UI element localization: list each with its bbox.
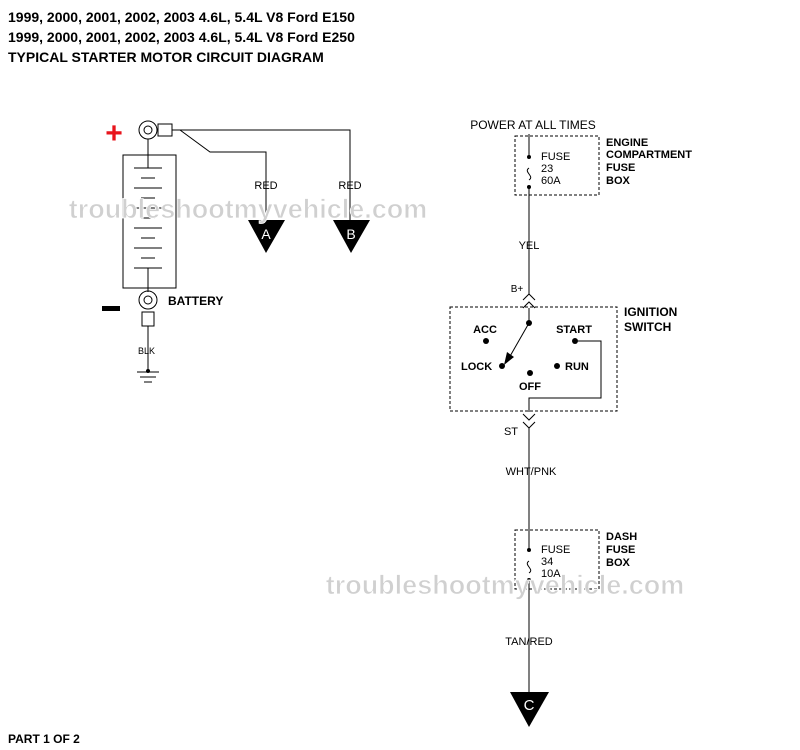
title-line-1: 1999, 2000, 2001, 2002, 2003 4.6L, 5.4L … <box>8 9 355 25</box>
acc-contact <box>483 338 489 344</box>
dash-fuse-box <box>514 529 600 590</box>
wire-b-red <box>172 129 351 220</box>
run-label: RUN <box>565 361 589 373</box>
dash-fuse-box-label-3: BOX <box>606 557 631 569</box>
fuse-34-icon <box>525 543 533 589</box>
engine-fuse-box-label-1: ENGINE <box>606 137 648 149</box>
fuse-23-name: FUSE <box>541 151 570 163</box>
run-contact <box>554 363 560 369</box>
ignition-switch-box <box>449 306 618 412</box>
connector-a-label: A <box>261 226 271 242</box>
ignition-title-1: IGNITION <box>624 305 677 319</box>
wire-a-color-label: RED <box>254 180 277 192</box>
off-label: OFF <box>519 381 541 393</box>
connector-a-icon <box>248 220 285 253</box>
engine-fuse-box-label-4: BOX <box>606 175 631 187</box>
dash-fuse-box-label-1: DASH <box>606 531 637 543</box>
battery-plus-sign: + <box>105 117 123 150</box>
b-plus-label: B+ <box>511 284 524 295</box>
st-label: ST <box>504 426 518 438</box>
fuse-34-number: 34 <box>541 556 553 568</box>
ground-icon <box>137 369 159 383</box>
wht-pnk-wire-label: WHT/PNK <box>506 466 557 478</box>
fuse-23-rating: 60A <box>541 175 561 187</box>
fuse-34-rating: 10A <box>541 568 561 580</box>
dash-fuse-box-label-2: FUSE <box>606 544 635 556</box>
battery-minus-sign-icon <box>102 306 120 311</box>
negative-terminal-hole <box>143 295 153 305</box>
acc-label: ACC <box>473 324 497 336</box>
ignition-switch-lever <box>508 322 530 359</box>
tan-red-wire-label: TAN/RED <box>505 636 553 648</box>
battery-case <box>122 154 177 289</box>
wire-a-red <box>179 129 267 220</box>
ignition-switch-arrow-icon <box>504 352 514 365</box>
connector-b-icon <box>333 220 370 253</box>
start-label: START <box>556 324 592 336</box>
watermark-bottom: troubleshootmyvehicle.com <box>326 570 685 600</box>
positive-terminal-crimp <box>157 123 173 137</box>
battery-symbol: + <box>102 117 223 383</box>
engine-fuse-box-label-3: FUSE <box>606 162 635 174</box>
connector-b-label: B <box>346 226 355 242</box>
start-circuit-wire <box>528 340 602 412</box>
lock-contact <box>499 363 505 369</box>
engine-fuse-box-label-2: COMPARTMENT <box>606 149 692 161</box>
positive-terminal-ring-icon <box>138 120 158 140</box>
st-connector-icon <box>522 413 536 421</box>
connector-c-icon <box>510 692 549 727</box>
fuse-23-icon <box>525 150 533 196</box>
connector-c-label: C <box>524 697 535 714</box>
ignition-title-2: SWITCH <box>624 320 671 334</box>
battery-cells <box>134 167 162 269</box>
page-footer: PART 1 OF 2 <box>8 732 80 746</box>
title-line-3: TYPICAL STARTER MOTOR CIRCUIT DIAGRAM <box>8 49 324 65</box>
positive-terminal-hole <box>143 125 153 135</box>
power-label: POWER AT ALL TIMES <box>470 118 596 132</box>
negative-terminal-ring-icon <box>138 290 158 310</box>
engine-fuse-box <box>514 135 600 196</box>
yel-wire-label: YEL <box>519 240 540 252</box>
wire-b-color-label: RED <box>338 180 361 192</box>
start-contact <box>572 338 578 344</box>
watermark-top: troubleshootmyvehicle.com <box>69 194 428 224</box>
ground-wire-color: BLK <box>138 346 155 356</box>
b-plus-connector-icon <box>522 293 536 301</box>
battery-label: BATTERY <box>168 294 223 308</box>
fuse-34-name: FUSE <box>541 544 570 556</box>
fuse-23-number: 23 <box>541 163 553 175</box>
title-line-2: 1999, 2000, 2001, 2002, 2003 4.6L, 5.4L … <box>8 29 355 45</box>
negative-terminal-crimp <box>141 311 155 327</box>
off-contact <box>527 370 533 376</box>
lock-label: LOCK <box>461 361 492 373</box>
